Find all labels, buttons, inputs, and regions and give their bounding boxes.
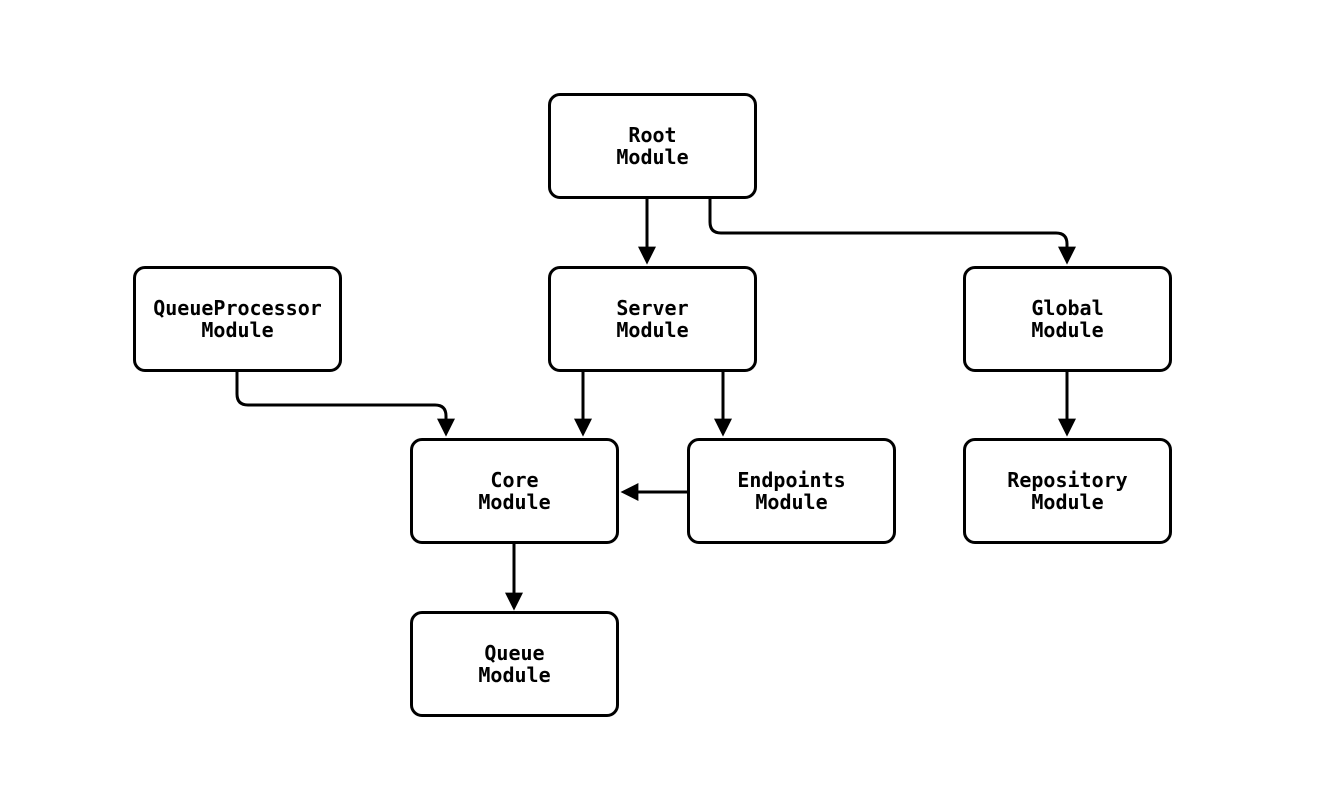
- node-label-line2: Module: [616, 318, 689, 342]
- node-label-line1: Repository: [1007, 468, 1128, 492]
- node-label-line2: Module: [478, 663, 551, 687]
- node-label: Global Module: [1031, 297, 1103, 341]
- node-label: Server Module: [616, 297, 688, 341]
- node-label-line1: Server: [616, 296, 689, 320]
- node-endpoints-module: Endpoints Module: [687, 438, 896, 544]
- node-label-line2: Module: [616, 145, 689, 169]
- node-label-line1: Core: [490, 468, 539, 492]
- node-label: Repository Module: [1007, 469, 1127, 513]
- node-label: Queue Module: [478, 642, 550, 686]
- node-label: QueueProcessor Module: [153, 297, 322, 341]
- node-server-module: Server Module: [548, 266, 757, 372]
- node-label-line2: Module: [478, 490, 551, 514]
- node-label-line1: Queue: [484, 641, 545, 665]
- node-label-line1: Root: [628, 123, 677, 147]
- node-queue-processor-module: QueueProcessor Module: [133, 266, 342, 372]
- node-label-line1: QueueProcessor: [153, 296, 322, 320]
- node-global-module: Global Module: [963, 266, 1172, 372]
- node-label-line2: Module: [201, 318, 274, 342]
- edge-root-to-global: [708, 199, 1076, 265]
- node-label: Endpoints Module: [737, 469, 845, 513]
- node-label: Core Module: [478, 469, 550, 513]
- node-root-module: Root Module: [548, 93, 757, 199]
- edge-queue-processor-to-core: [235, 372, 455, 437]
- node-label-line2: Module: [1031, 490, 1104, 514]
- node-label-line2: Module: [755, 490, 828, 514]
- node-label-line2: Module: [1031, 318, 1104, 342]
- node-core-module: Core Module: [410, 438, 619, 544]
- node-repository-module: Repository Module: [963, 438, 1172, 544]
- node-queue-module: Queue Module: [410, 611, 619, 717]
- node-label-line1: Global: [1031, 296, 1104, 320]
- node-label: Root Module: [616, 124, 688, 168]
- node-label-line1: Endpoints: [737, 468, 846, 492]
